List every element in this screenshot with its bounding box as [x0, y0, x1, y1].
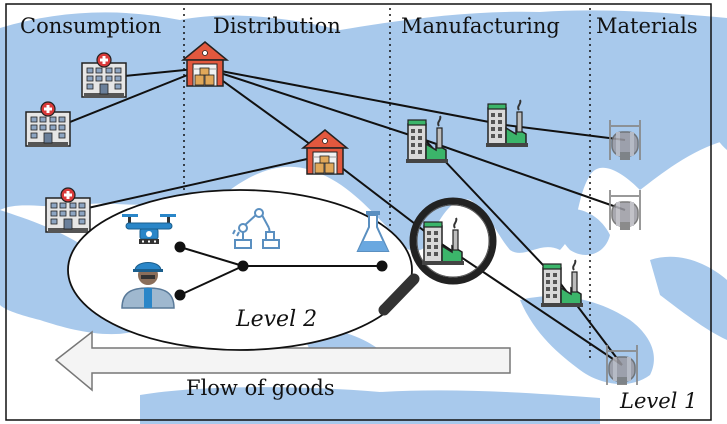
- level-2-label: Level 2: [235, 307, 317, 332]
- flow-of-goods-label: Flow of goods: [186, 376, 335, 400]
- network-links: [49, 67, 626, 366]
- level-2-zoom: Level 2: [67, 189, 413, 351]
- robot-arm-icon: [232, 208, 280, 249]
- stage-dividers: [183, 8, 591, 360]
- storage-tank-icon: [609, 189, 641, 231]
- stage-manufacturing-label: Manufacturing: [401, 14, 560, 38]
- factory-icon: [540, 259, 584, 308]
- drone-icon: [122, 214, 176, 244]
- diagram-frame: [5, 3, 712, 421]
- stage-distribution-label: Distribution: [213, 14, 341, 38]
- magnifying-glass-icon: [378, 197, 497, 316]
- level-1-label: Level 1: [619, 389, 697, 413]
- factory-icon: [421, 217, 465, 266]
- flask-icon: [356, 211, 390, 252]
- flow-of-goods-arrow: [54, 330, 511, 392]
- stage-materials-label: Materials: [596, 14, 698, 38]
- stage-consumption-label: Consumption: [20, 14, 161, 38]
- worker-icon: [121, 262, 175, 309]
